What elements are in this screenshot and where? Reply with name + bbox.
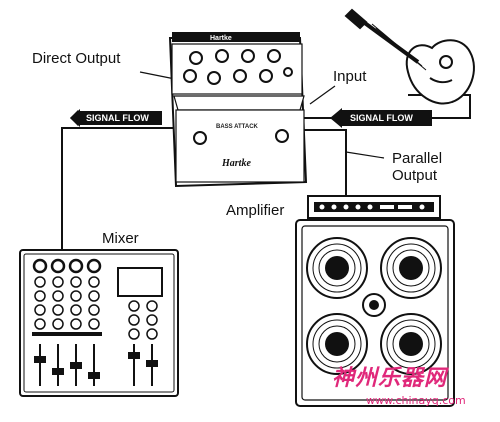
signal-flow-arrow-right: SIGNAL FLOW — [330, 108, 432, 128]
parallel-output-label-line1: Parallel — [392, 150, 443, 167]
pedal-knobs — [183, 49, 293, 85]
mixer — [19, 249, 179, 397]
amplifier-label: Amplifier — [226, 202, 285, 219]
watermark-url: www.chinayq.com — [366, 394, 466, 407]
speaker-cones — [306, 237, 442, 375]
mixer-master-knobs — [128, 300, 158, 340]
input-pointer — [309, 85, 336, 105]
parallel-output-label-line2: Output — [392, 167, 438, 184]
footswitch-left — [193, 131, 207, 145]
amplifier-head — [307, 195, 441, 219]
input-label: Input — [333, 68, 367, 85]
signal-flow-arrow-left: SIGNAL FLOW — [70, 109, 162, 127]
guitar-illustration — [344, 8, 475, 105]
pedal-model: BASS ATTACK — [216, 124, 259, 130]
mixer-channel-knobs — [32, 258, 102, 330]
footswitch-right — [275, 129, 289, 143]
bass-attack-pedal: Hartke BASS ATTACK Hartke — [168, 32, 308, 188]
mixer-channel-faders — [34, 344, 100, 386]
watermark-title: 神州乐器网 — [332, 366, 448, 391]
mixer-master-faders — [128, 344, 158, 386]
speaker-cabinet — [295, 219, 455, 407]
pedal-top-strip — [172, 32, 300, 42]
direct-output-label: Direct Output — [32, 50, 121, 67]
parallel-output-cable — [294, 129, 347, 210]
direct-output-cable — [61, 127, 178, 262]
tweeter — [362, 293, 386, 317]
mixer-display — [117, 267, 163, 297]
parallel-pointer — [345, 151, 385, 159]
mixer-label: Mixer — [102, 230, 139, 247]
pedal-top-brand: Hartke — [210, 35, 232, 42]
pedal-brand: Hartke — [221, 158, 251, 169]
signal-flow-right-label: SIGNAL FLOW — [350, 113, 413, 123]
signal-flow-left-label: SIGNAL FLOW — [86, 113, 149, 123]
